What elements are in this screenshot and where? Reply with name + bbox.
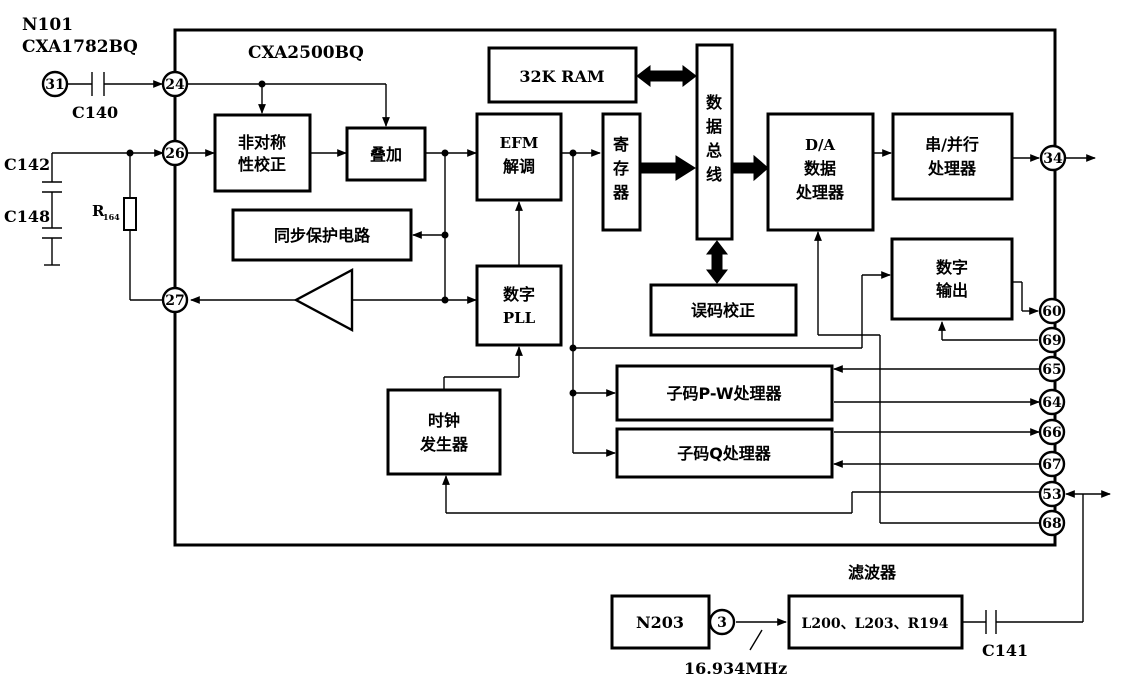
c140-label: C140 — [72, 103, 118, 122]
svg-text:66: 66 — [1042, 425, 1061, 441]
pin-66: 66 — [1038, 418, 1066, 446]
r164-subscript: 164 — [103, 212, 120, 222]
svg-text:69: 69 — [1042, 333, 1061, 349]
svg-text:子码P-W处理器: 子码P-W处理器 — [666, 384, 782, 403]
error-correction-block: 误码校正 — [649, 283, 798, 337]
pin-3: 3 — [708, 608, 736, 636]
svg-text:存: 存 — [613, 159, 629, 178]
bus-arrow-ram — [636, 64, 697, 88]
digital-pll-block: 数字 PLL — [475, 264, 563, 347]
svg-text:24: 24 — [165, 77, 185, 93]
svg-text:数字: 数字 — [936, 258, 968, 277]
svg-text:EFM: EFM — [500, 134, 539, 152]
subcode-pw-block: 子码P-W处理器 — [615, 364, 834, 422]
svg-text:53: 53 — [1042, 487, 1061, 503]
svg-text:串/并行: 串/并行 — [925, 135, 979, 154]
chip-label-cxa1782: CXA1782BQ — [22, 37, 138, 57]
pin-69: 69 — [1038, 326, 1066, 354]
bus-arrow-ecc — [705, 240, 729, 284]
svg-text:器: 器 — [612, 183, 630, 202]
ram-block: 32K RAM — [487, 46, 638, 104]
svg-text:线: 线 — [706, 165, 722, 184]
bus-arrow-register — [639, 155, 696, 181]
svg-text:34: 34 — [1043, 151, 1063, 167]
data-bus-block: 数 据 总 线 — [695, 43, 734, 241]
chip-label-n101: N101 — [22, 15, 73, 35]
chip-label-cxa2500: CXA2500BQ — [248, 43, 364, 63]
svg-text:N203: N203 — [636, 613, 684, 632]
subcode-q-block: 子码Q处理器 — [615, 427, 834, 479]
svg-text:26: 26 — [165, 146, 184, 162]
svg-text:性校正: 性校正 — [238, 155, 286, 174]
r164-label: R — [92, 202, 105, 220]
svg-text:65: 65 — [1042, 362, 1061, 378]
r164-resistor — [123, 197, 137, 231]
svg-text:总: 总 — [706, 141, 722, 160]
svg-text:解调: 解调 — [503, 157, 535, 176]
pin-26: 26 — [161, 139, 189, 167]
register-block: 寄 存 器 — [601, 112, 642, 232]
svg-text:数: 数 — [706, 93, 723, 112]
svg-text:数据: 数据 — [804, 159, 836, 178]
pin-68: 68 — [1038, 509, 1066, 537]
pin-53: 53 — [1038, 480, 1066, 508]
svg-text:输出: 输出 — [936, 281, 968, 300]
pin-64: 64 — [1038, 388, 1066, 416]
c141-label: C141 — [982, 641, 1028, 660]
svg-text:误码校正: 误码校正 — [691, 301, 755, 320]
svg-text:67: 67 — [1042, 457, 1061, 473]
pin-60: 60 — [1038, 297, 1066, 325]
bus-arrow-da — [731, 154, 769, 182]
svg-text:64: 64 — [1042, 395, 1062, 411]
digital-output-block: 数字 输出 — [890, 237, 1014, 321]
n203-block: N203 — [610, 594, 711, 650]
svg-text:处理器: 处理器 — [795, 183, 845, 202]
filter-block: L200、L203、R194 — [787, 594, 964, 650]
svg-text:31: 31 — [45, 77, 64, 93]
svg-text:32K RAM: 32K RAM — [519, 67, 604, 86]
svg-text:3: 3 — [717, 615, 727, 631]
efm-demod-block: EFM 解调 — [475, 112, 563, 202]
svg-text:PLL: PLL — [503, 309, 536, 327]
svg-text:子码Q处理器: 子码Q处理器 — [677, 444, 772, 463]
svg-text:叠加: 叠加 — [370, 145, 402, 164]
add-block: 叠加 — [345, 126, 427, 182]
svg-text:据: 据 — [706, 117, 722, 136]
svg-text:L200、L203、R194: L200、L203、R194 — [802, 616, 949, 632]
pin-27: 27 — [161, 286, 189, 314]
svg-text:68: 68 — [1042, 516, 1061, 532]
filter-title: 滤波器 — [848, 563, 897, 582]
clock-generator-block: 时钟 发生器 — [386, 388, 502, 476]
svg-text:60: 60 — [1042, 304, 1062, 320]
frequency-label: 16.934MHz — [684, 659, 787, 678]
svg-text:处理器: 处理器 — [927, 159, 977, 178]
da-processor-block: D/A 数据 处理器 — [766, 112, 875, 232]
svg-text:27: 27 — [165, 293, 184, 309]
pin-34: 34 — [1039, 144, 1067, 172]
svg-text:同步保护电路: 同步保护电路 — [274, 226, 371, 245]
svg-text:寄: 寄 — [613, 135, 629, 154]
pin-65: 65 — [1038, 355, 1066, 383]
svg-text:发生器: 发生器 — [419, 435, 469, 454]
c142-label: C142 — [4, 155, 50, 174]
svg-text:时钟: 时钟 — [428, 411, 460, 430]
svg-text:D/A: D/A — [805, 136, 835, 154]
pin-31: 31 — [41, 70, 69, 98]
amplifier-triangle — [293, 267, 354, 333]
svg-text:数字: 数字 — [503, 285, 535, 304]
serial-parallel-block: 串/并行 处理器 — [891, 112, 1014, 201]
pin-24: 24 — [161, 70, 189, 98]
pin-67: 67 — [1038, 450, 1066, 478]
sync-protection-block: 同步保护电路 — [231, 208, 413, 262]
c148-label: C148 — [4, 207, 50, 226]
svg-text:非对称: 非对称 — [238, 133, 286, 152]
asymmetry-correction-block: 非对称 性校正 — [213, 113, 312, 193]
